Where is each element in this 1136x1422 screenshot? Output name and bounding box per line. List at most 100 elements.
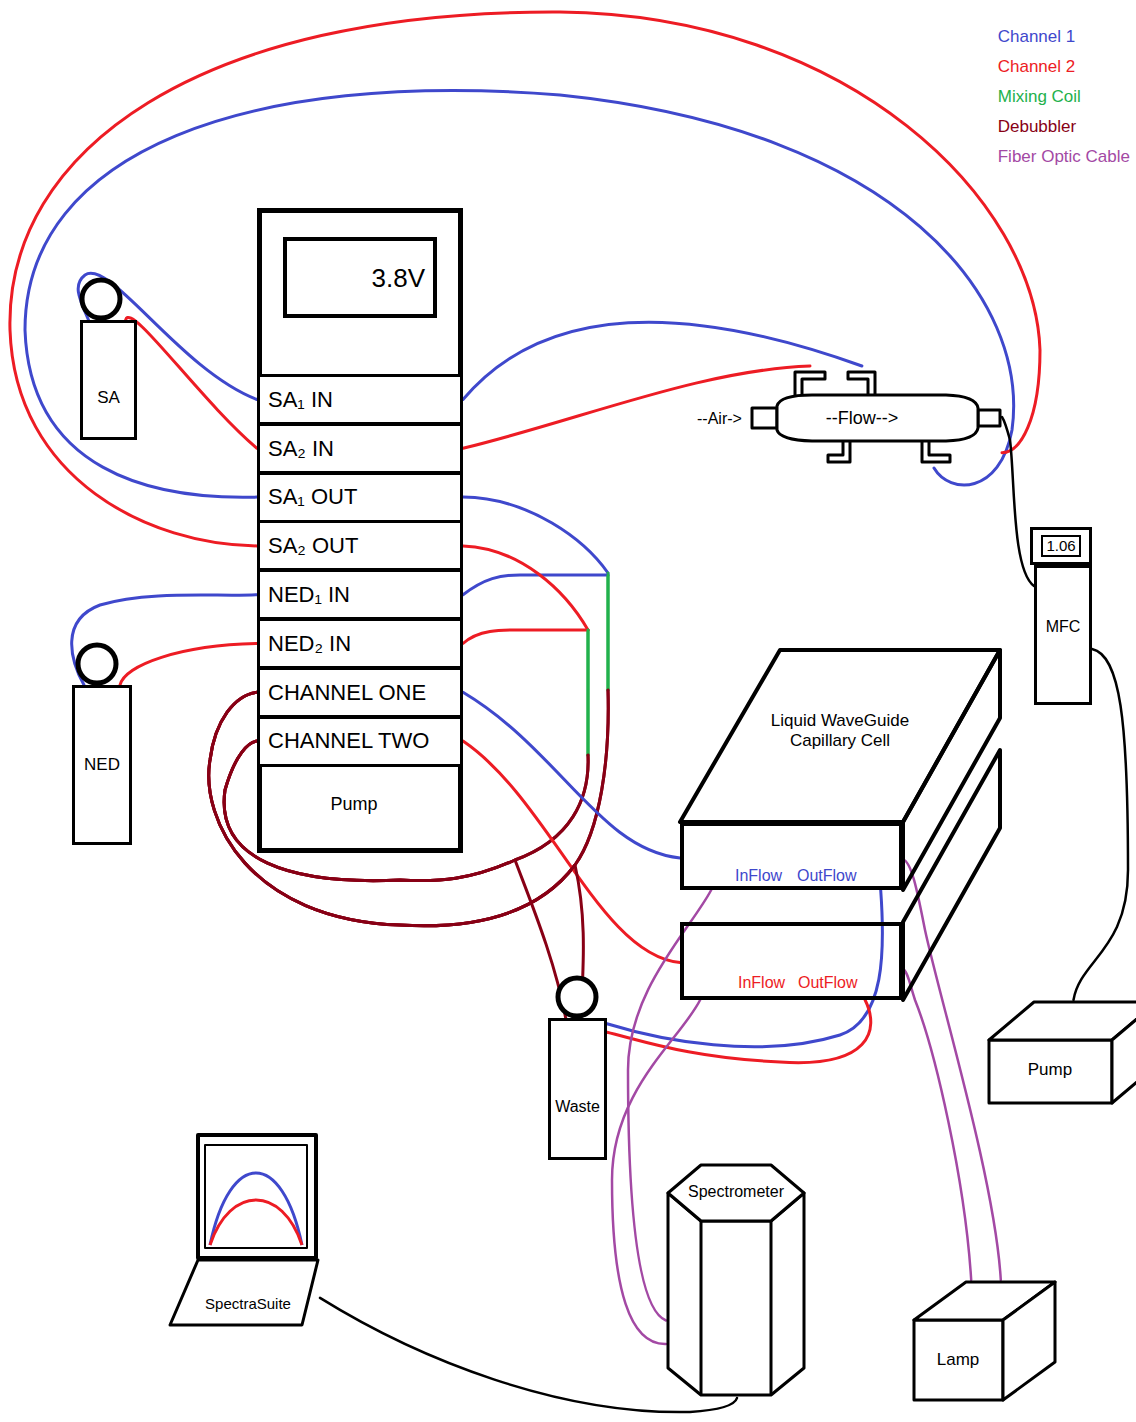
lamp: Lamp bbox=[912, 1280, 1060, 1402]
screen-inner bbox=[205, 1145, 307, 1248]
label-holder: Spectrometer bbox=[688, 1183, 784, 1201]
spectrometer: Spectrometer bbox=[666, 1163, 808, 1398]
label-holder: SpectraSuite bbox=[205, 1295, 291, 1312]
flow-cell: Liquid WaveGuide Capillary CellInFlowOut… bbox=[680, 648, 1002, 1003]
pump-side bbox=[1112, 1002, 1136, 1103]
node-label: SA₂ OUT bbox=[268, 533, 358, 558]
tubing-connector bbox=[126, 317, 257, 448]
tube-segment bbox=[903, 969, 971, 1280]
node-label: SpectraSuite bbox=[205, 1295, 291, 1312]
tube-segment bbox=[463, 575, 608, 595]
node-label: OutFlow bbox=[797, 867, 857, 884]
flow-label: --Air-> bbox=[697, 410, 742, 427]
pump-port: NED₁ IN bbox=[257, 569, 463, 620]
debubbler: --Flow--> bbox=[750, 366, 1002, 468]
tube-segment bbox=[120, 644, 257, 686]
bottle-cap bbox=[82, 280, 120, 318]
node-label: --Flow--> bbox=[826, 408, 899, 428]
tube-segment bbox=[463, 497, 608, 573]
tube-segment bbox=[463, 692, 680, 858]
node-label: 3.8V bbox=[372, 263, 426, 293]
cell-channel: InFlow OutFlow bbox=[680, 822, 903, 890]
pump-port: SA₁ OUT bbox=[257, 472, 463, 523]
reagent-bottle: NED bbox=[72, 685, 132, 845]
tubing-connector bbox=[25, 91, 1014, 498]
label-holder: OutFlow bbox=[798, 974, 858, 992]
pump-port: CHANNEL ONE bbox=[257, 667, 463, 718]
lamp-side bbox=[1003, 1282, 1055, 1400]
tubing-connector bbox=[209, 497, 608, 926]
tubing-connector bbox=[903, 969, 971, 1280]
node-label: InFlow bbox=[738, 974, 785, 991]
label-holder: OutFlow bbox=[797, 867, 857, 885]
bottle-cap bbox=[78, 645, 116, 683]
debubbler-body bbox=[777, 395, 978, 441]
legend-text: Channel 1 bbox=[998, 27, 1076, 46]
tubing-connector bbox=[10, 12, 1040, 546]
node-label: CHANNEL ONE bbox=[268, 680, 426, 705]
air-pump: Pump bbox=[987, 1000, 1136, 1105]
node-label: Spectrometer bbox=[688, 1183, 784, 1200]
node-label: SA₂ IN bbox=[268, 436, 334, 461]
tube-segment bbox=[25, 91, 1014, 498]
tubing-connector bbox=[209, 575, 608, 926]
tube-segment bbox=[607, 1000, 871, 1063]
spectrum-curve bbox=[210, 1200, 302, 1245]
tube-segment bbox=[463, 630, 588, 644]
spectrometer-top bbox=[668, 1165, 804, 1221]
legend-entry: Debubbler bbox=[998, 112, 1130, 142]
node-label: Liquid WaveGuide Capillary Cell bbox=[754, 711, 926, 750]
tube-segment bbox=[587, 630, 590, 755]
mass-flow-controller: MFC bbox=[1034, 565, 1092, 705]
tube-segment bbox=[607, 575, 610, 690]
tubing-connector bbox=[463, 692, 680, 858]
air-pump-outline bbox=[987, 1000, 1136, 1105]
tube-segment bbox=[587, 630, 590, 755]
tubing-connector bbox=[209, 692, 584, 1018]
pump-port: NED₂ IN bbox=[257, 618, 463, 669]
legend-text: Mixing Coil bbox=[998, 87, 1081, 106]
tube-segment bbox=[607, 890, 882, 1047]
node-label: SA₁ OUT bbox=[268, 484, 357, 509]
tube-segment bbox=[903, 859, 1001, 1280]
laptop-base bbox=[170, 1260, 318, 1325]
cell-side bbox=[903, 750, 1000, 1000]
pump-port: SA₂ IN bbox=[257, 423, 463, 474]
lamp-outline bbox=[912, 1280, 1060, 1402]
tube-segment bbox=[209, 692, 584, 1018]
tubing-connector bbox=[463, 322, 862, 399]
legend-entry: Fiber Optic Cable bbox=[998, 142, 1130, 172]
spectrum-curve bbox=[210, 1173, 302, 1245]
air-inlet bbox=[752, 408, 777, 428]
legend: Channel 1 Channel 2 Mixing CoilDebubblerFi… bbox=[998, 22, 1130, 172]
reagent-bottle: SA bbox=[80, 320, 137, 440]
node-label: 1.06 bbox=[1041, 535, 1080, 556]
node-label: Lamp bbox=[937, 1350, 980, 1369]
peristaltic-pump: Pump3.8VSA₁ INSA₂ INSA₁ OUTSA₂ OUTNED₁ I… bbox=[257, 208, 463, 853]
label-holder: Pump bbox=[1028, 1060, 1072, 1080]
spectrometer-edge bbox=[701, 1221, 771, 1395]
cell-channel: InFlow OutFlow bbox=[680, 922, 903, 1000]
tubing-connector bbox=[607, 890, 882, 1047]
label-holder: Lamp bbox=[937, 1350, 980, 1370]
node-label: NED bbox=[84, 755, 120, 775]
label-holder: 3.8V bbox=[372, 263, 426, 294]
node-label: NED₂ IN bbox=[268, 631, 351, 656]
legend-text: Channel 2 bbox=[998, 57, 1076, 76]
voltage-display: 3.8V bbox=[283, 237, 437, 318]
outlet-stub bbox=[978, 410, 1000, 426]
tubing-connector bbox=[120, 644, 257, 686]
legend-entry: Channel 1 bbox=[998, 22, 1130, 52]
laptop-screen bbox=[198, 1135, 316, 1258]
tube-segment bbox=[463, 322, 862, 399]
node-label: CHANNEL TWO bbox=[268, 728, 429, 753]
label-holder: InFlow bbox=[735, 867, 782, 885]
node-label: MFC bbox=[1046, 618, 1081, 636]
tubing-connector bbox=[463, 366, 810, 448]
node-label: Waste bbox=[555, 1098, 600, 1116]
label-holder: Pump bbox=[330, 794, 377, 815]
label-holder: Liquid WaveGuide Capillary Cell bbox=[754, 711, 926, 750]
spectrometer-body bbox=[668, 1193, 804, 1395]
tubing-connector bbox=[72, 595, 257, 685]
node-label: SA bbox=[97, 388, 120, 408]
